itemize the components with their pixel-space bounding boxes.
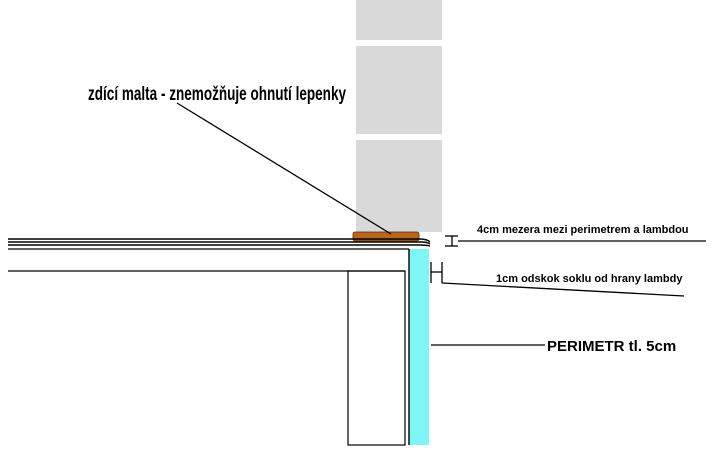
brick-block-middle xyxy=(356,46,442,134)
brick-block-top xyxy=(356,0,442,40)
offset-label: 1cm odskok soklu od hrany lambdy xyxy=(496,273,683,285)
mortar-label: zdící malta - znemožňuje ohnutí lepenky xyxy=(88,84,346,105)
foundation-wall xyxy=(347,270,406,446)
leader-lines xyxy=(176,102,706,346)
perimeter-insulation xyxy=(409,249,429,445)
perimeter-label: PERIMETR tl. 5cm xyxy=(547,338,676,355)
membrane-line-1 xyxy=(8,238,431,243)
floor-slab xyxy=(8,248,409,272)
waterproofing-membrane xyxy=(8,238,431,247)
offset-leader xyxy=(441,282,685,297)
mortar-leader xyxy=(176,102,392,235)
membrane-line-3 xyxy=(8,244,431,247)
brick-wall xyxy=(356,0,442,232)
gap-label: 4cm mezera mezi perimetrem a lambdou xyxy=(477,224,689,236)
dimension-marks xyxy=(430,235,458,283)
brick-block-bottom xyxy=(356,140,442,232)
membrane-line-2 xyxy=(8,241,431,245)
